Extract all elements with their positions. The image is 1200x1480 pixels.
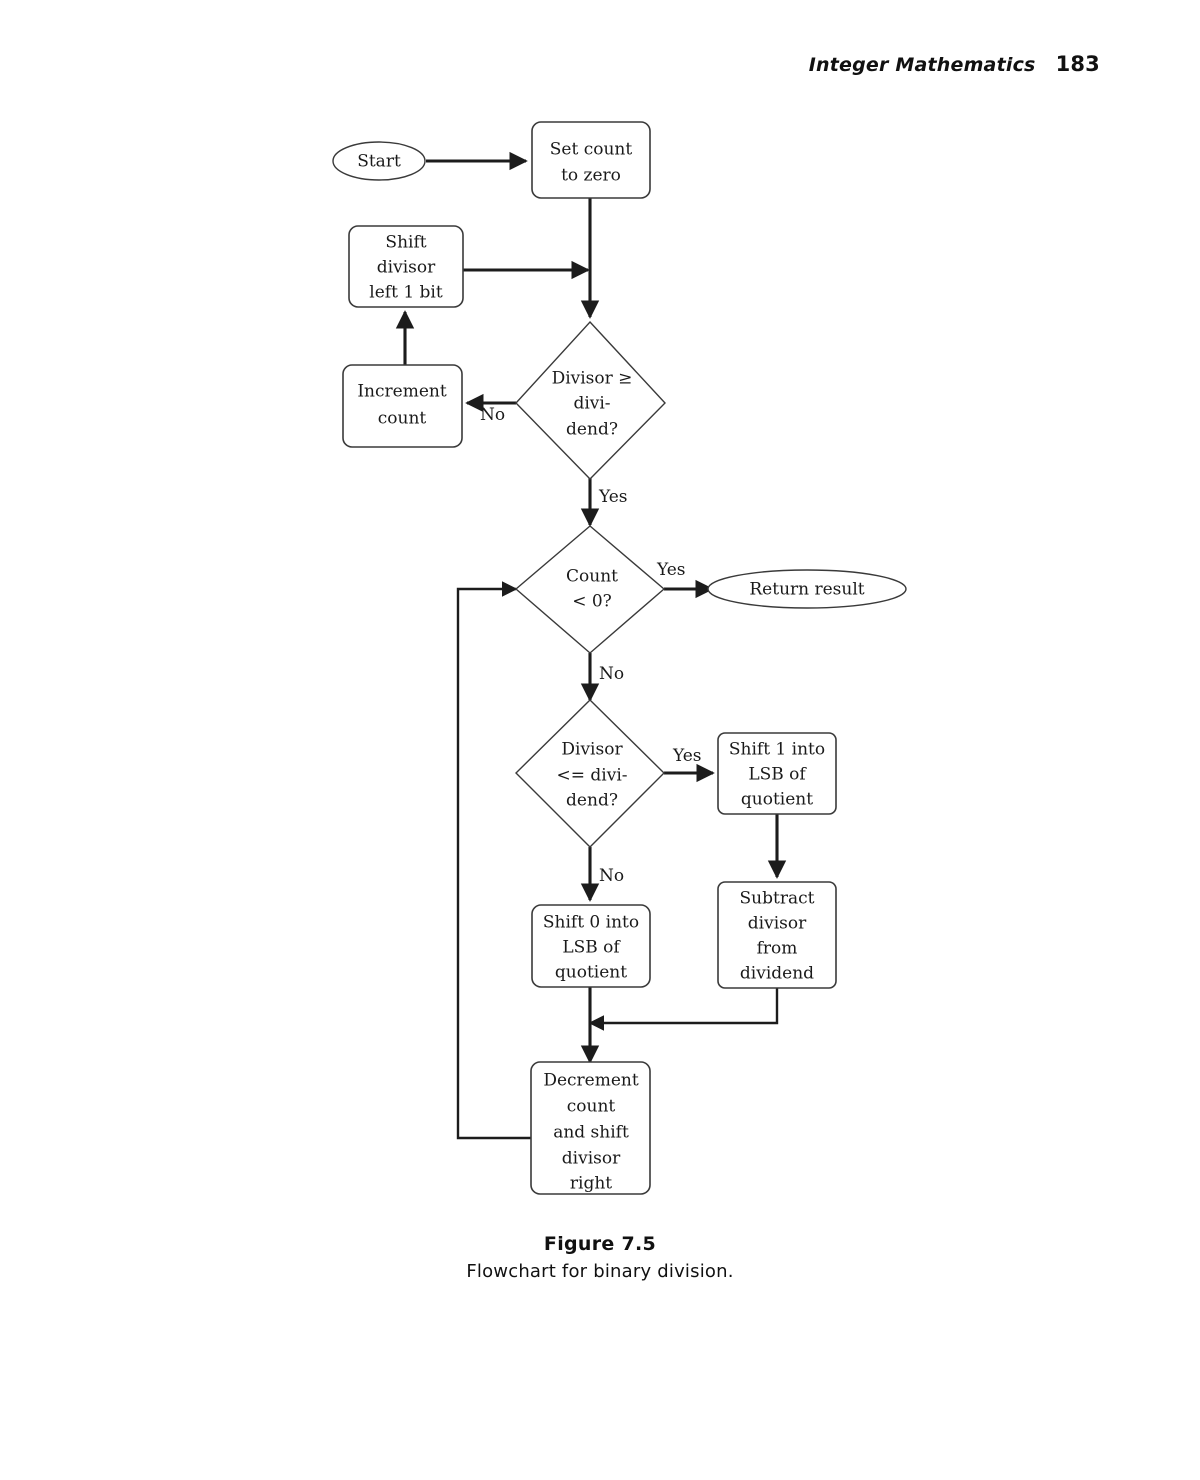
node-shift-one-line1: Shift 1 into [729, 740, 825, 760]
node-start[interactable]: Start [332, 141, 426, 181]
node-count-lt-line1: Count [566, 567, 618, 587]
edge-label-divisor-ge-yes: Yes [598, 487, 628, 507]
node-shift-one-lsb[interactable]: Shift 1 into LSB of quotient [717, 732, 837, 815]
node-divisor-le-line3: dend? [566, 791, 618, 811]
node-decrement-count[interactable]: Decrement count and shift divisor right [530, 1061, 651, 1195]
node-subtract-line4: dividend [740, 964, 814, 984]
node-subtract-line3: from [757, 939, 798, 959]
node-start-label: Start [357, 152, 401, 172]
node-shift-divisor-left-line1: Shift [385, 233, 426, 253]
node-divisor-ge-line2: divi- [573, 394, 610, 414]
edge-label-divisor-le-no: No [599, 866, 624, 886]
edge-label-divisor-ge-no: No [480, 405, 505, 425]
node-divisor-le-line1: Divisor [561, 740, 623, 760]
node-divisor-le-dividend[interactable]: Divisor <= divi- dend? [515, 699, 665, 848]
node-shift-divisor-left[interactable]: Shift divisor left 1 bit [348, 225, 464, 308]
node-divisor-ge-line1: Divisor ≥ [552, 369, 633, 389]
edge-decrement-feedback-to-countlt [456, 581, 531, 1140]
node-increment-count-line2: count [378, 409, 427, 429]
node-shift-zero-line2: LSB of [562, 938, 621, 958]
node-set-count-line2: to zero [561, 166, 621, 186]
node-increment-count[interactable]: Increment count [342, 364, 463, 448]
figure-caption-subtitle: Flowchart for binary division. [466, 1261, 734, 1282]
node-shift-one-line2: LSB of [748, 765, 807, 785]
node-divisor-le-line2: <= divi- [557, 766, 628, 786]
running-head: Integer Mathematics 183 [809, 52, 1100, 76]
edge-label-divisor-le-yes: Yes [672, 746, 702, 766]
node-shift-divisor-left-line2: divisor [377, 258, 436, 278]
node-decrement-line5: right [570, 1174, 612, 1194]
node-set-count-to-zero[interactable]: Set count to zero [531, 121, 651, 199]
figure-caption-title: Figure 7.5 [543, 1233, 657, 1255]
node-divisor-ge-dividend[interactable]: Divisor ≥ divi- dend? [515, 320, 666, 480]
node-decrement-line3: and shift [553, 1123, 629, 1143]
node-shift-divisor-left-line3: left 1 bit [369, 283, 443, 303]
node-increment-count-line1: Increment [357, 382, 447, 402]
node-shift-zero-line1: Shift 0 into [543, 913, 639, 933]
node-decrement-line2: count [567, 1097, 616, 1117]
edge-subtract-to-merge [588, 988, 779, 1031]
node-count-lt-line2: < 0? [572, 592, 612, 612]
edge-label-count-yes: Yes [656, 560, 686, 580]
page-number: 183 [1055, 52, 1100, 76]
node-set-count-line1: Set count [550, 140, 633, 160]
flowchart-diagram: Start Set count to zero Shift divisor le… [332, 121, 907, 1195]
node-shift-zero-lsb[interactable]: Shift 0 into LSB of quotient [531, 904, 651, 988]
node-return-result-label: Return result [749, 580, 864, 600]
node-subtract-divisor[interactable]: Subtract divisor from dividend [717, 881, 837, 989]
node-decrement-line1: Decrement [543, 1071, 639, 1091]
node-subtract-line2: divisor [748, 914, 807, 934]
edge-label-count-no: No [599, 664, 624, 684]
node-divisor-ge-line3: dend? [566, 420, 618, 440]
node-count-lt-zero[interactable]: Count < 0? [514, 525, 666, 654]
node-subtract-line1: Subtract [740, 889, 815, 909]
node-shift-one-line3: quotient [741, 790, 813, 810]
node-decrement-line4: divisor [562, 1149, 621, 1169]
node-shift-zero-line3: quotient [555, 963, 627, 983]
node-return-result[interactable]: Return result [707, 569, 907, 609]
running-head-title: Integer Mathematics [808, 54, 1036, 76]
